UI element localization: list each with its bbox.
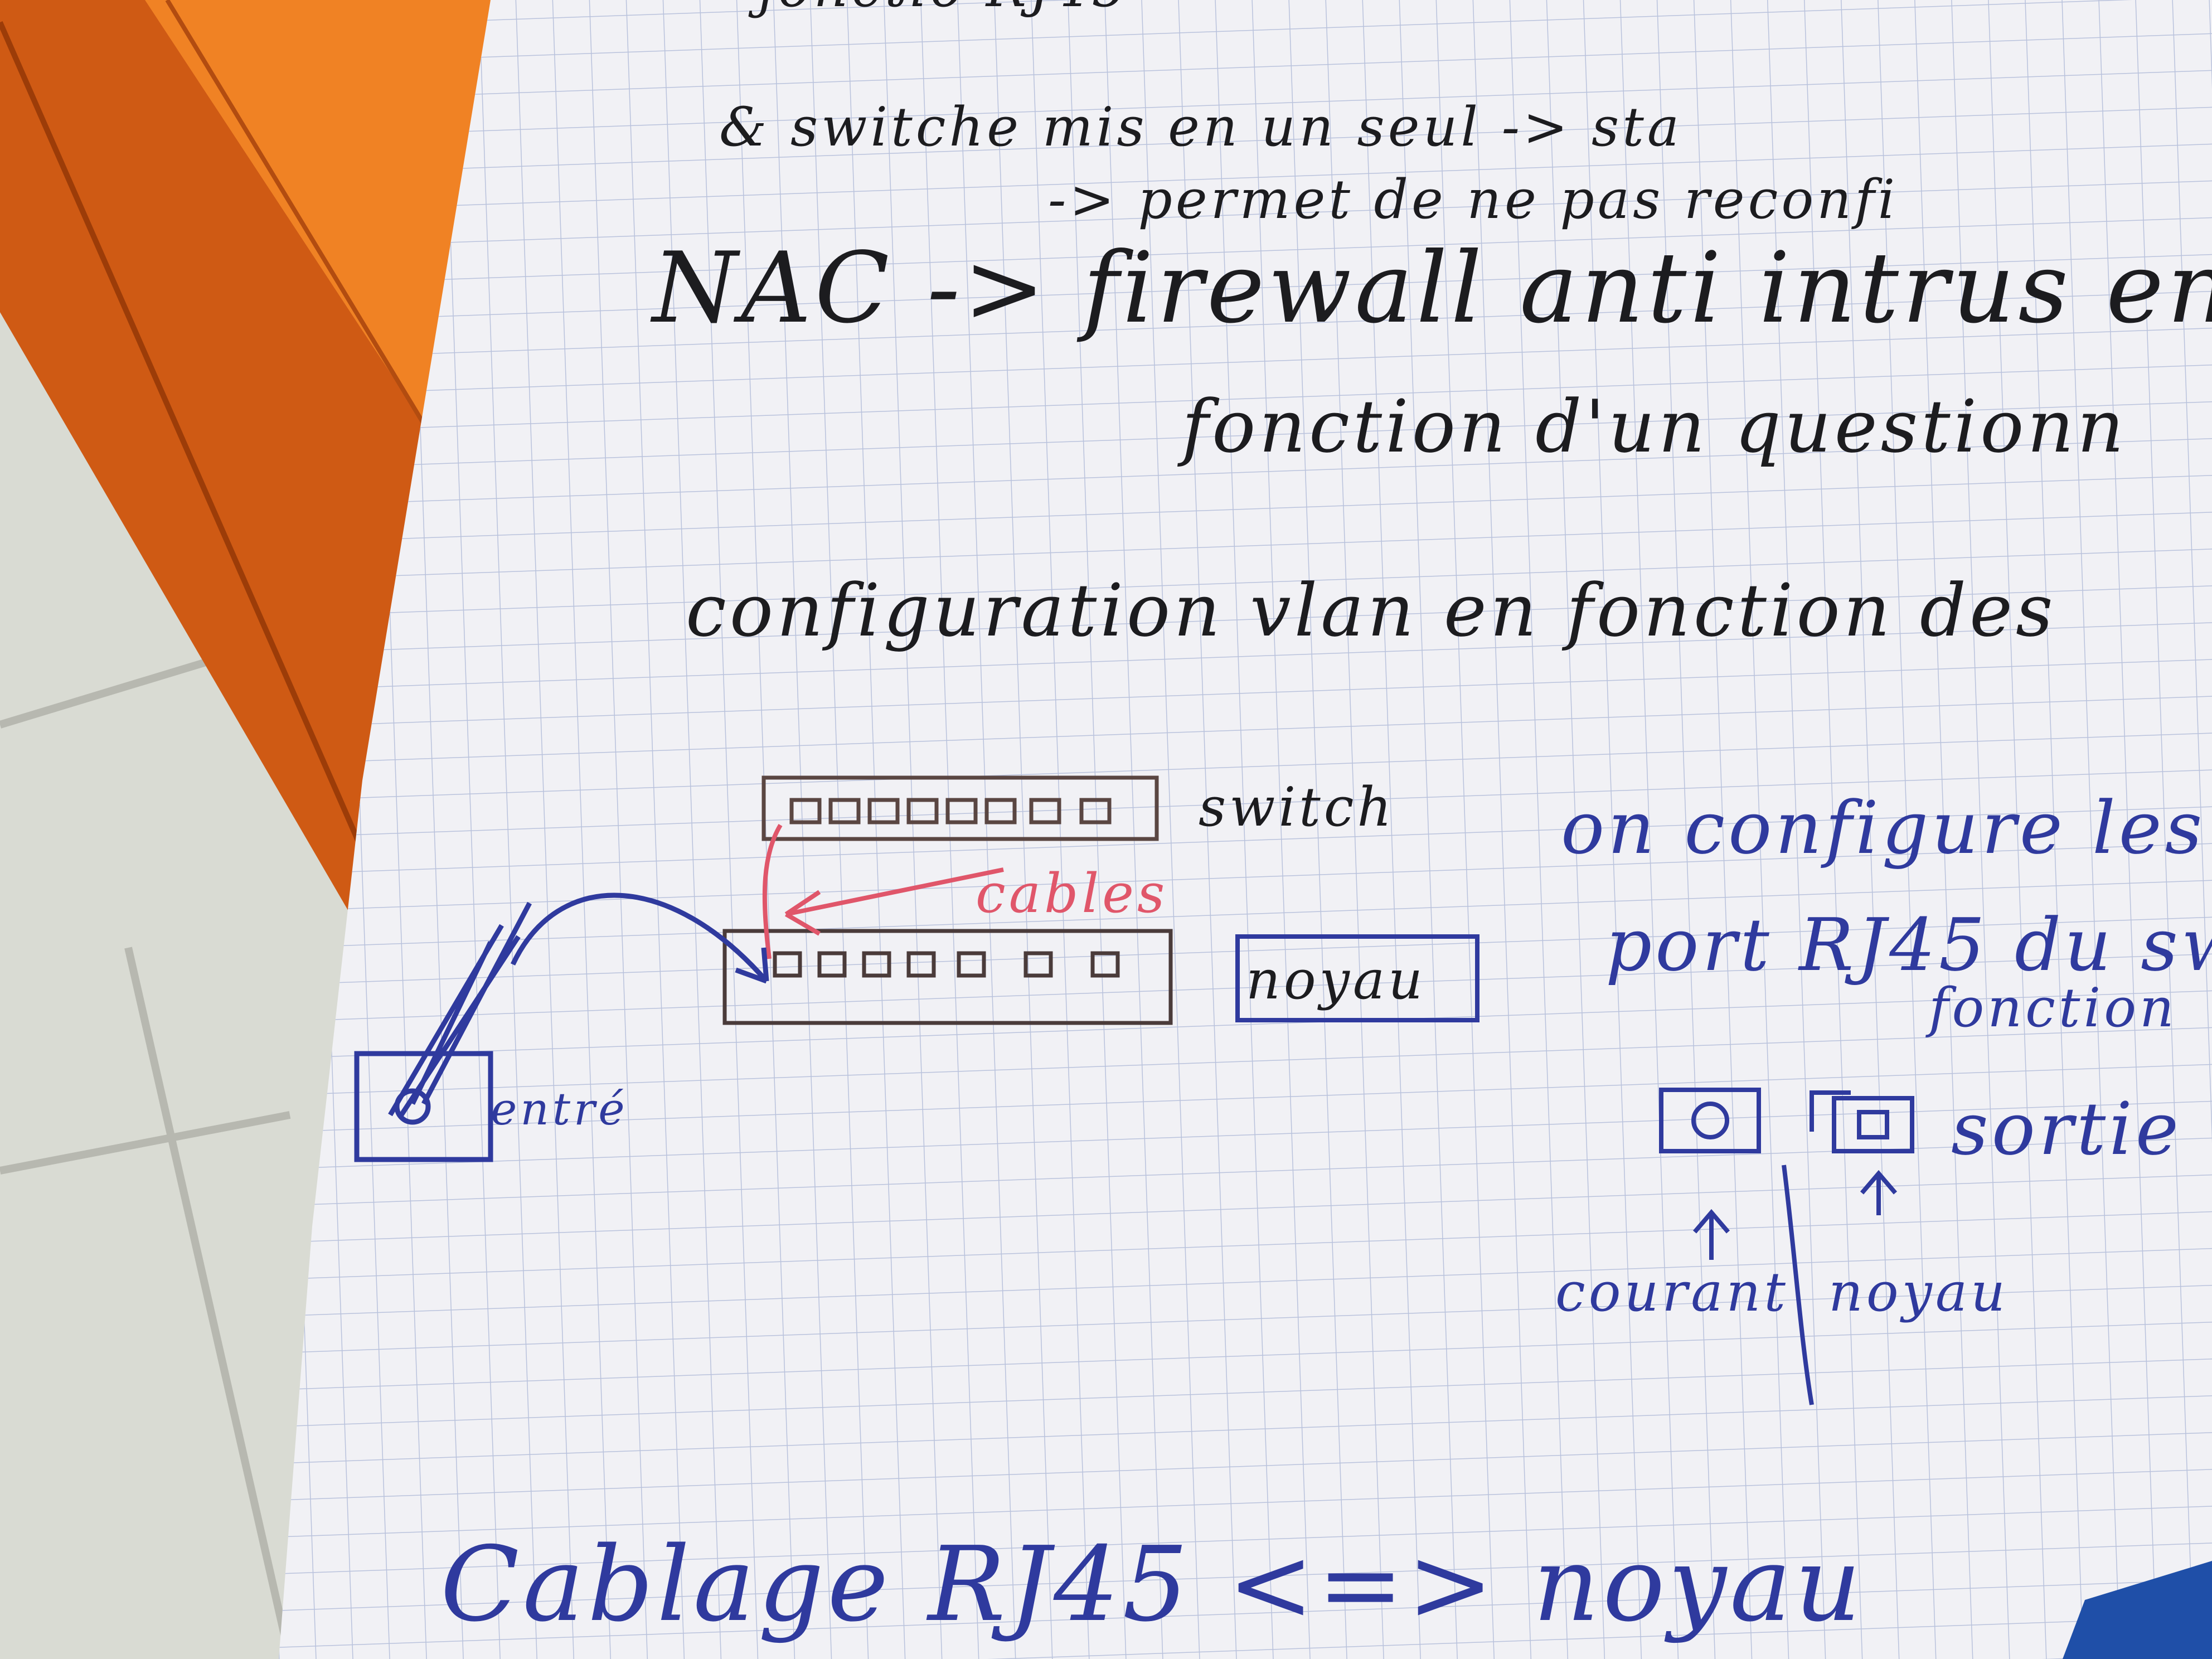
pen <box>2063 1561 2212 1659</box>
courant-label: courant <box>1555 1261 1789 1323</box>
note-line-3: NAC -> firewall anti intrus en <box>652 232 2212 345</box>
side-note-3: fonction <box>1929 977 2177 1039</box>
note-top-fragment: jonctio RJ45 <box>758 0 1129 14</box>
entree-label: entré <box>491 1083 628 1135</box>
note-line-4: fonction d'un questionn <box>1182 384 2127 469</box>
cables-label: cables <box>976 862 1168 925</box>
side-note-2: port RJ45 du sw <box>1605 903 2212 987</box>
side-note-1: on configure les <box>1561 785 2206 870</box>
noyau-side-label: noyau <box>1828 1261 2009 1323</box>
switch-box <box>761 775 1159 841</box>
switch-label: switch <box>1199 776 1395 838</box>
noyau-label-box <box>1235 934 1479 1022</box>
note-line-5: configuration vlan en fonction des <box>686 568 2056 653</box>
port-diagram <box>1659 1088 1914 1405</box>
bottom-heading: Cablage RJ45 <=> noyau <box>440 1524 1865 1645</box>
sortie-label: sortie <box>1951 1086 2182 1171</box>
noyau-label: noyau <box>1246 949 1426 1011</box>
note-line-2: -> permet de ne pas reconfi <box>1048 168 1899 231</box>
uplink-cable <box>354 892 769 1162</box>
cable-arrow <box>762 823 1004 959</box>
core-switch-box <box>722 929 1173 1025</box>
note-line-1: & switche mis en un seul -> sta <box>719 96 1683 158</box>
